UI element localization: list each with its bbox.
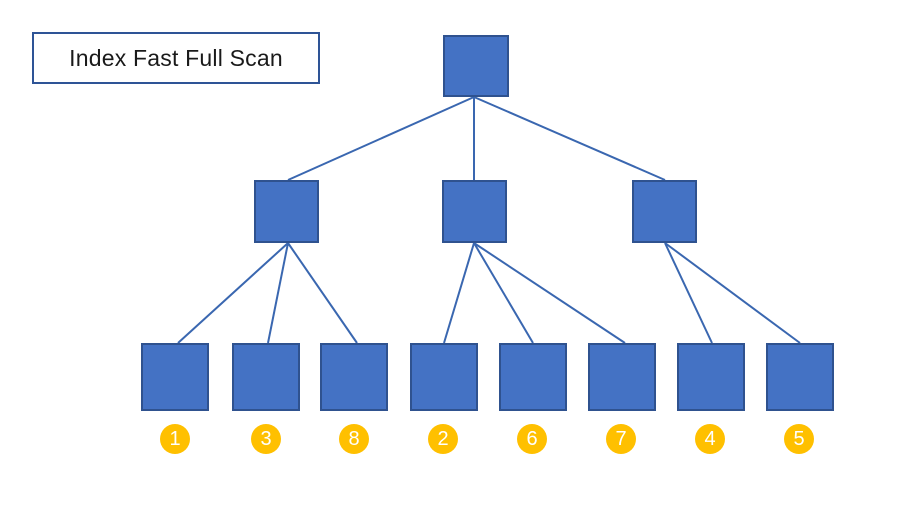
- edge-branch-1-leaf-3: [287, 242, 358, 344]
- edge-branch-3-leaf-8: [664, 242, 801, 344]
- scan-order-badge-2: 3: [251, 424, 281, 454]
- leaf-block-8[interactable]: [766, 343, 834, 411]
- edge-branch-2-leaf-4: [443, 242, 475, 344]
- leaf-block-3[interactable]: [320, 343, 388, 411]
- leaf-block-1[interactable]: [141, 343, 209, 411]
- edge-root-branch-3: [473, 96, 666, 181]
- leaf-block-2[interactable]: [232, 343, 300, 411]
- root-block[interactable]: [443, 35, 509, 97]
- diagram-title-box: Index Fast Full Scan: [32, 32, 320, 84]
- scan-order-badge-3: 8: [339, 424, 369, 454]
- scan-order-badge-5: 6: [517, 424, 547, 454]
- scan-order-badge-6: 7: [606, 424, 636, 454]
- edge-branch-2-leaf-6: [473, 242, 626, 344]
- scan-order-badge-1: 1: [160, 424, 190, 454]
- edge-branch-3-leaf-7: [664, 242, 713, 344]
- leaf-block-5[interactable]: [499, 343, 567, 411]
- scan-order-badge-4: 2: [428, 424, 458, 454]
- branch-block-1[interactable]: [254, 180, 319, 243]
- edge-branch-2-leaf-5: [473, 242, 534, 344]
- edge-branch-1-leaf-2: [267, 242, 289, 344]
- leaf-block-7[interactable]: [677, 343, 745, 411]
- page-title: Index Fast Full Scan: [69, 44, 283, 71]
- leaf-block-4[interactable]: [410, 343, 478, 411]
- branch-block-2[interactable]: [442, 180, 507, 243]
- scan-order-badge-7: 4: [695, 424, 725, 454]
- branch-block-3[interactable]: [632, 180, 697, 243]
- edge-branch-1-leaf-1: [177, 242, 289, 344]
- leaf-block-6[interactable]: [588, 343, 656, 411]
- scan-order-badge-8: 5: [784, 424, 814, 454]
- edge-root-branch-1: [287, 96, 475, 181]
